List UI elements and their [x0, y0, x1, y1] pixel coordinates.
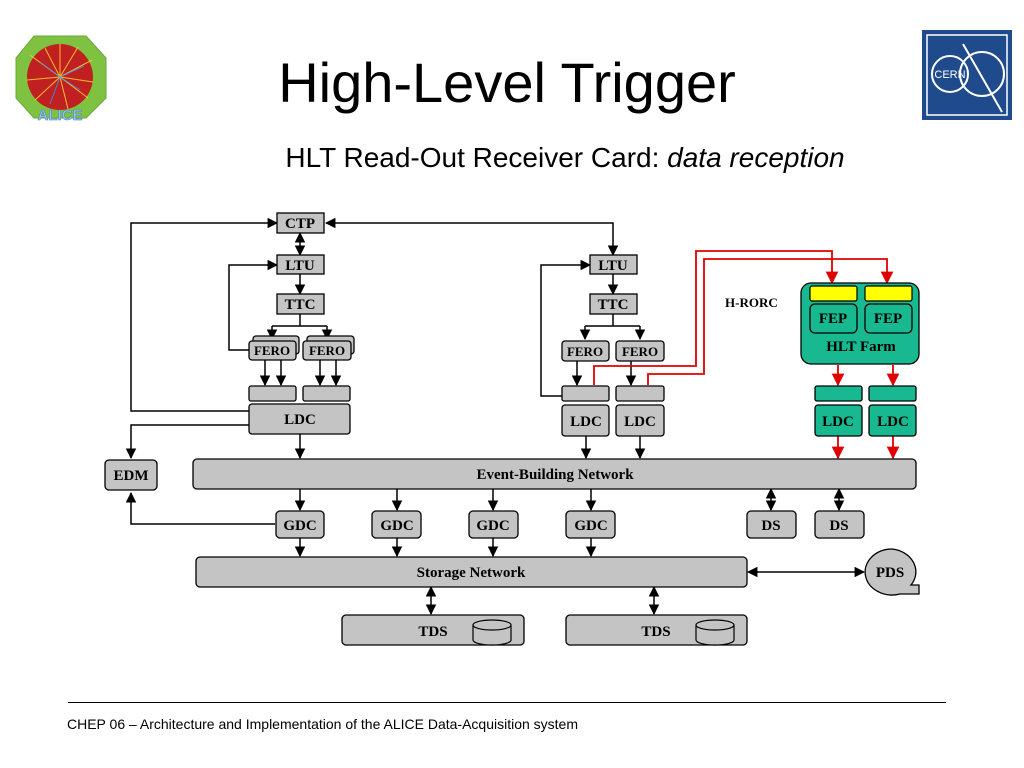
ds-label-2: DS	[829, 518, 848, 534]
tds-box-1: TDS	[341, 614, 525, 646]
tds-label-2: TDS	[641, 624, 670, 640]
ldc-box-right-2: LDC	[615, 404, 665, 437]
edm-label: EDM	[114, 468, 149, 484]
fep-label-1: FEP	[819, 311, 847, 327]
storage-label: Storage Network	[417, 565, 526, 581]
gdc-box-4: GDC	[565, 510, 616, 539]
fero-label-left-1: FERO	[254, 343, 290, 358]
ldc-box-right-1: LDC	[561, 404, 610, 437]
ldc-label-hlt-1: LDC	[822, 414, 854, 430]
page-title: High-Level Trigger	[278, 51, 736, 114]
ltu-label-left: LTU	[285, 258, 315, 274]
ltu-box-left: LTU	[276, 254, 325, 275]
fero-label-left-2: FERO	[309, 343, 345, 358]
subtitle-main: HLT Read-Out Receiver Card:	[285, 142, 668, 173]
fep-label-2: FEP	[874, 311, 902, 327]
ttc-label-left: TTC	[285, 297, 316, 313]
ltu-box-right: LTU	[589, 254, 638, 275]
hlt-farm-box: FEP FEP HLT Farm	[800, 282, 920, 365]
cern-logo-text: CERN	[934, 69, 965, 81]
connections	[125, 217, 866, 616]
gdc-box-3: GDC	[468, 510, 519, 539]
hlt-rorc-1	[814, 385, 863, 402]
ds-box-1: DS	[746, 510, 797, 539]
fero-box-right-1: FERO	[561, 340, 610, 362]
ldc-box-hlt-1: LDC	[814, 404, 863, 437]
event-building-network: Event-Building Network	[192, 458, 917, 490]
disk-icon	[472, 619, 512, 646]
gdc-label-1: GDC	[283, 518, 316, 534]
ttc-box-right: TTC	[589, 293, 638, 315]
fero-box-right-2: FERO	[615, 340, 665, 362]
ds-label-1: DS	[761, 518, 780, 534]
hrorc-card-1	[809, 285, 858, 302]
subtitle-emphasis: data reception	[667, 142, 845, 173]
pds-label: PDS	[876, 565, 904, 581]
ttc-box-left: TTC	[276, 293, 325, 315]
ldc-label-left: LDC	[284, 412, 316, 428]
fero-box-left-1: FERO	[248, 335, 300, 361]
alice-logo: ALICE	[15, 35, 107, 124]
ctp-box: CTP	[276, 212, 325, 234]
ldc-box-left: LDC	[248, 403, 351, 435]
hlt-farm-label: HLT Farm	[826, 339, 896, 355]
pds-box: PDS	[864, 548, 920, 596]
storage-network: Storage Network	[195, 556, 748, 588]
ltu-label-right: LTU	[598, 258, 628, 274]
edm-box: EDM	[104, 459, 158, 491]
hrorc-card-2	[864, 285, 913, 302]
hlt-rorc-2	[868, 385, 917, 402]
drorc-left-2	[302, 385, 351, 402]
fero-box-left-2: FERO	[302, 335, 355, 361]
ctp-label: CTP	[285, 216, 315, 232]
ebn-label: Event-Building Network	[476, 467, 634, 483]
cern-logo: CERN	[922, 30, 1012, 120]
drorc-right-1	[561, 385, 610, 402]
ldc-label-right-2: LDC	[624, 414, 656, 430]
ldc-box-hlt-2: LDC	[868, 404, 917, 437]
alice-logo-text: ALICE	[38, 107, 83, 124]
fero-label-right-2: FERO	[622, 344, 658, 359]
fero-label-right-1: FERO	[567, 344, 603, 359]
gdc-box-2: GDC	[371, 510, 422, 539]
tds-label-1: TDS	[418, 624, 447, 640]
gdc-box-1: GDC	[275, 510, 325, 539]
page-subtitle: HLT Read-Out Receiver Card: data recepti…	[0, 140, 1024, 176]
gdc-label-4: GDC	[574, 518, 607, 534]
drorc-left-1	[248, 385, 297, 402]
ds-box-2: DS	[814, 510, 865, 539]
drorc-right-2	[615, 385, 665, 402]
ttc-label-right: TTC	[598, 297, 629, 313]
hlt-data-path	[593, 250, 900, 460]
footer-text: CHEP 06 – Architecture and Implementatio…	[67, 716, 578, 732]
gdc-label-2: GDC	[380, 518, 413, 534]
footer-divider	[68, 702, 946, 703]
ldc-label-right-1: LDC	[570, 414, 602, 430]
ldc-label-hlt-2: LDC	[877, 414, 909, 430]
tds-box-2: TDS	[565, 614, 748, 646]
disk-icon	[695, 619, 735, 646]
hrorc-label: H-RORC	[725, 295, 778, 310]
gdc-label-3: GDC	[476, 518, 509, 534]
